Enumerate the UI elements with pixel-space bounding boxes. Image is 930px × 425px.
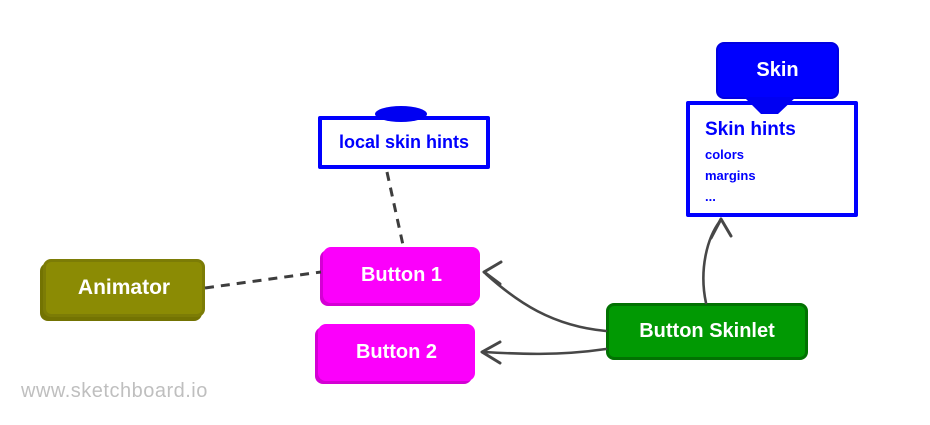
- arrowhead-skin-hints: [709, 217, 733, 240]
- edge-button-skinlet-skin-hints[interactable]: [702, 219, 722, 305]
- edge-animator-button1[interactable]: [204, 270, 322, 290]
- node-button1-label: Button 1: [360, 263, 443, 286]
- edge-button-skinlet-button2[interactable]: [482, 347, 608, 356]
- skin-hints-item: margins: [705, 168, 756, 183]
- arrowhead-button2: [480, 340, 502, 365]
- edge-button-skinlet-button1[interactable]: [484, 272, 608, 333]
- node-local-skin-hints[interactable]: local skin hints: [318, 116, 490, 169]
- node-animator[interactable]: Animator: [43, 259, 205, 317]
- node-skin-hints[interactable]: Skin hints colors margins ...: [686, 101, 858, 217]
- edge-local-skin-hints-button1[interactable]: [385, 171, 405, 246]
- skin-hints-item: colors: [705, 147, 745, 162]
- node-button2-label: Button 2: [355, 341, 438, 363]
- node-local-skin-hints-label: local skin hints: [338, 132, 470, 152]
- skin-hints-title: Skin hints: [705, 119, 796, 140]
- node-button-skinlet[interactable]: Button Skinlet: [606, 303, 808, 360]
- arrowhead-button1: [482, 260, 503, 286]
- watermark: www.sketchboard.io: [21, 380, 208, 402]
- node-button2[interactable]: Button 2: [318, 324, 475, 381]
- node-skin-label: Skin: [756, 59, 799, 81]
- node-skin[interactable]: Skin: [716, 42, 839, 99]
- node-button1[interactable]: Button 1: [323, 247, 480, 303]
- skin-hints-item: ...: [705, 189, 716, 204]
- node-button-skinlet-label: Button Skinlet: [639, 320, 775, 342]
- node-animator-label: Animator: [77, 276, 171, 299]
